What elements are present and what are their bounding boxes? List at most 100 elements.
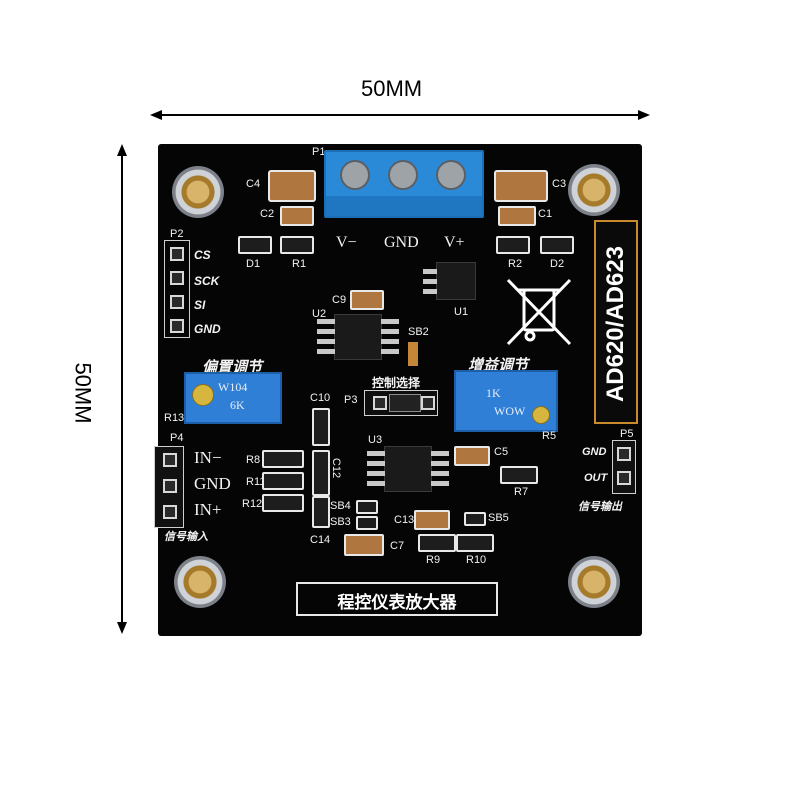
c14-label: C14 (310, 534, 331, 546)
solder-bridge-sb5 (464, 512, 486, 526)
resistor-r10 (456, 534, 494, 552)
p2-label: P2 (170, 228, 184, 240)
resistor-r1 (280, 236, 314, 254)
resistor-r11 (262, 472, 304, 490)
solder-bridge-sb3 (356, 516, 378, 530)
capacitor-c12 (312, 450, 330, 496)
height-dimension-arrow (117, 144, 127, 634)
solder-bridge-sb4 (356, 500, 378, 514)
p3-label: P3 (344, 394, 358, 406)
height-dimension-label: 50MM (70, 362, 96, 424)
c3-label: C3 (552, 178, 567, 190)
weee-bin-icon (506, 278, 572, 346)
offset-adjust-label: 偏置调节 (202, 358, 263, 376)
mounting-hole-bottom-right (568, 556, 620, 608)
resistor-r12 (262, 494, 304, 512)
p5-pin-out: OUT (584, 472, 608, 484)
signal-input-caption: 信号输入 (164, 530, 208, 543)
u2-label: U2 (312, 308, 327, 320)
capacitor-c13 (414, 510, 450, 530)
capacitor-c7 (344, 534, 384, 556)
capacitor-c2 (280, 206, 314, 226)
control-select-label: 控制选择 (372, 376, 421, 390)
capacitor-c5 (454, 446, 490, 466)
r1-label: R1 (292, 258, 307, 270)
pot-right-mark-2: WOW (494, 404, 526, 418)
p2-pin-si: SI (194, 298, 206, 312)
ic-u3 (367, 446, 449, 492)
part-number-label: AD620/AD623 (602, 245, 629, 403)
diode-d1 (238, 236, 272, 254)
width-dimension-arrow (150, 110, 650, 120)
p2-pin-cs: CS (194, 248, 211, 262)
p4-pin-gnd: GND (194, 474, 231, 493)
capacitor-c4 (268, 170, 316, 202)
sb3-label: SB3 (330, 516, 351, 528)
r2-label: R2 (508, 258, 523, 270)
r11-label: R11 (246, 476, 266, 488)
terminal-label-vminus: V− (336, 234, 357, 251)
sb2-label: SB2 (408, 326, 429, 338)
c5-label: C5 (494, 446, 509, 458)
c10-label: C10 (310, 392, 331, 404)
board-title: 程控仪表放大器 (337, 593, 457, 613)
diode-d2 (540, 236, 574, 254)
r9-label: R9 (426, 554, 441, 566)
width-dimension-label: 50MM (361, 76, 423, 101)
p5-label: P5 (620, 428, 634, 440)
mounting-hole-top-left (172, 166, 224, 218)
p4-label: P4 (170, 432, 184, 444)
capacitor-c10 (312, 408, 330, 446)
gain-adjust-label: 增益调节 (468, 356, 529, 374)
signal-output-caption: 信号输出 (578, 500, 622, 513)
p4-header[interactable] (154, 446, 184, 528)
pot-left-mark-2: 6K (230, 398, 245, 412)
ic-u2 (317, 314, 399, 360)
p1-label: P1 (312, 146, 326, 158)
r5-label: R5 (542, 430, 557, 442)
r8-label: R8 (246, 454, 261, 466)
pot-left-mark-1: W104 (218, 380, 248, 394)
capacitor-c3 (494, 170, 548, 202)
terminal-label-gnd: GND (384, 234, 419, 251)
c4-label: C4 (246, 178, 261, 190)
c9-label: C9 (332, 294, 347, 306)
p4-pin-in-minus: IN− (194, 448, 222, 467)
solder-bridge-sb2 (408, 342, 418, 366)
p2-pin-gnd: GND (194, 322, 221, 336)
board-title-box: 程控仪表放大器 (296, 582, 498, 616)
d2-label: D2 (550, 258, 565, 270)
r7-label: R7 (514, 486, 529, 498)
c12-label: C12 (330, 457, 343, 479)
u1-label: U1 (454, 306, 469, 318)
c2-label: C2 (260, 208, 275, 220)
power-terminal-block (324, 150, 484, 218)
offset-potentiometer[interactable]: W104 6K (184, 372, 282, 424)
p4-pin-in-plus: IN+ (194, 500, 222, 519)
capacitor-c1 (498, 206, 536, 226)
p2-pin-sck: SCK (194, 274, 220, 288)
r10-label: R10 (466, 554, 487, 566)
c7-label: C7 (390, 540, 405, 552)
p2-header (164, 240, 190, 338)
resistor-r2 (496, 236, 530, 254)
capacitor-c14 (312, 496, 330, 528)
ic-u1 (423, 262, 476, 300)
pcb-board: P1 V− GND V+ C4 C3 C2 C1 D1 R1 R2 D2 P2 … (154, 144, 642, 636)
p5-pin-gnd: GND (582, 446, 607, 458)
r13-label: R13 (164, 412, 185, 424)
sb5-label: SB5 (488, 512, 509, 524)
jumper-p3[interactable] (364, 390, 438, 416)
p5-header[interactable] (612, 440, 636, 494)
sb4-label: SB4 (330, 500, 351, 512)
d1-label: D1 (246, 258, 261, 270)
gain-potentiometer[interactable]: 1K WOW (454, 370, 558, 432)
terminal-label-vplus: V+ (444, 234, 465, 251)
resistor-r7 (500, 466, 538, 484)
c13-label: C13 (394, 514, 415, 526)
c1-label: C1 (538, 208, 553, 220)
pot-right-mark-1: 1K (486, 386, 501, 400)
resistor-r9 (418, 534, 456, 552)
r12-label: R12 (242, 498, 263, 510)
capacitor-c9 (350, 290, 384, 310)
